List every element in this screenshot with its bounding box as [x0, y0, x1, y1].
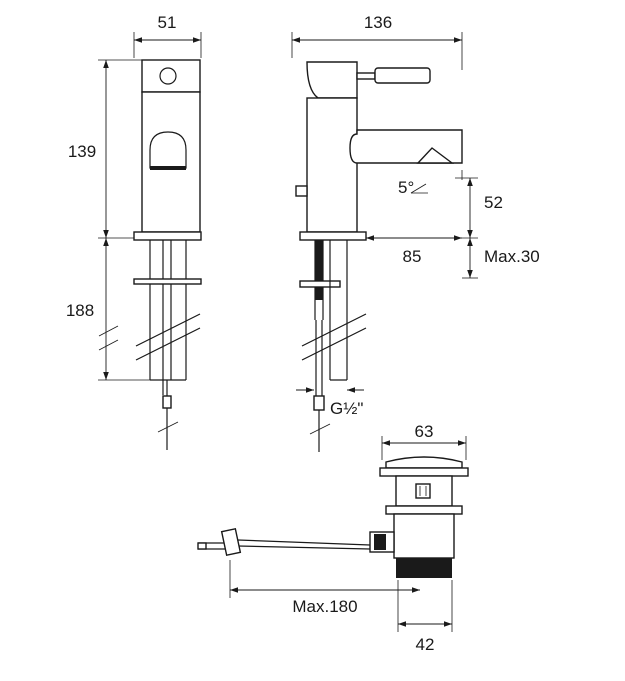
- front-handle-indicator: [159, 67, 177, 85]
- rod-end: [197, 542, 207, 550]
- front-body-height-label: 139: [68, 142, 96, 161]
- front-hose-nut: [162, 395, 172, 409]
- front-spout: [149, 131, 187, 169]
- waste-flange: [379, 467, 469, 477]
- front-handle-cap: [141, 59, 201, 93]
- side-view: 136 5° 52 85 Max.30: [291, 13, 540, 452]
- waste-slot: [415, 483, 431, 499]
- side-body: [306, 97, 358, 233]
- max-deck-label: Max.30: [484, 247, 540, 266]
- thread-size-label: G½": [330, 399, 363, 418]
- front-base-plate: [133, 231, 202, 241]
- waste-assembly: 63 Max.180 42: [197, 422, 469, 654]
- spout-reach-label: 85: [403, 247, 422, 266]
- front-width-label: 51: [158, 13, 177, 32]
- pop-up-knob: [295, 185, 308, 197]
- waste-thread: [396, 558, 452, 578]
- side-width-label: 136: [364, 13, 392, 32]
- side-fixing-nut: [299, 280, 341, 288]
- side-hose-nut: [313, 395, 325, 411]
- threaded-rod: [315, 240, 323, 300]
- front-view: 51 139 188: [66, 13, 202, 450]
- waste-locknut: [385, 505, 463, 515]
- waste-cap: [385, 456, 463, 469]
- waste-width-label: 63: [415, 422, 434, 441]
- tilt-angle-label: 5°: [398, 178, 414, 197]
- side-handle-head: [306, 61, 358, 99]
- side-base-plate: [299, 231, 367, 241]
- side-lever-grip: [374, 67, 431, 84]
- front-fixing-nut: [133, 278, 202, 285]
- pull-rod-label: Max.180: [292, 597, 357, 616]
- side-aerator: [416, 147, 455, 164]
- front-tail-height-label: 188: [66, 301, 94, 320]
- rod-clip: [220, 527, 242, 557]
- outlet-height-label: 52: [484, 193, 503, 212]
- front-body: [141, 91, 201, 233]
- side-lever-neck: [356, 72, 376, 80]
- waste-body-lower: [393, 513, 455, 559]
- waste-bottom-label: 42: [416, 635, 435, 654]
